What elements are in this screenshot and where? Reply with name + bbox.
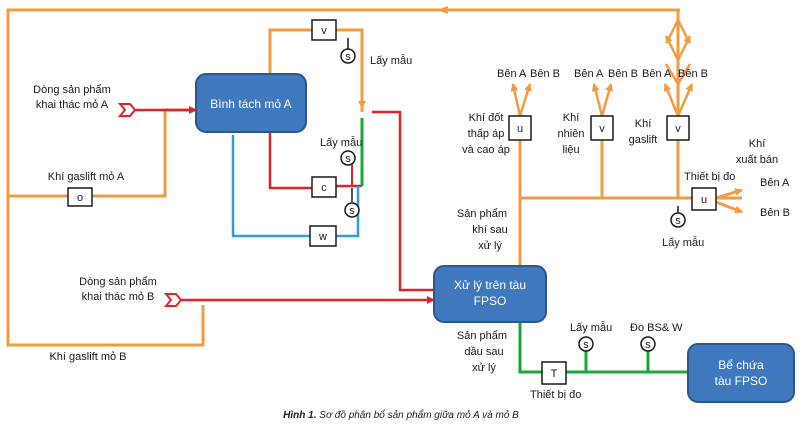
fpso-processing-node [433, 265, 547, 323]
svg-text:s: s [349, 205, 355, 217]
party-a-label-1: Bên A [497, 68, 527, 80]
valve-v-gaslift [666, 115, 690, 141]
oil-product-label-1: Sản phẩm [457, 330, 507, 342]
meter-u-fuel-flare [508, 115, 532, 141]
water-lines [231, 135, 360, 238]
gas-product-label-3: xử lý [478, 240, 502, 252]
sample-top-label: Lấy mẫu [370, 54, 412, 67]
svg-text:s: s [345, 153, 351, 165]
fuel-gas-label-2: nhiên [558, 128, 585, 140]
meter-bottom-label: Thiết bị đo [530, 389, 581, 401]
sample-mid-label: Lấy mẫu [320, 136, 362, 149]
bsw-point [640, 336, 656, 352]
fuel-gas-label-1: Khí [563, 112, 580, 124]
sales-party-a-label: Bên A [760, 177, 790, 189]
svg-text:c: c [321, 182, 327, 194]
storage-tank-label-1: Bể chứa [718, 358, 764, 372]
sample-bottom-label: Lấy mẫu [570, 321, 612, 334]
sample-point-top [340, 48, 356, 64]
fuel-flare-label-3: và cao áp [462, 144, 510, 156]
fuel-flare-label-1: Khí đốt [469, 112, 504, 124]
gas-product-label-2: khí sau [472, 224, 507, 236]
sales-gas-label-2: xuất bán [736, 154, 778, 166]
svg-text:s: s [583, 339, 589, 351]
storage-tank-node [687, 343, 795, 403]
sample-point-right [670, 212, 686, 228]
svg-text:s: s [645, 339, 651, 351]
party-b-label-3: Bên B [678, 68, 708, 80]
svg-text:v: v [675, 123, 681, 135]
gaslift-gas-label-2: gaslift [629, 134, 658, 146]
sales-gas-label-1: Khí [749, 138, 766, 150]
fuel-flare-label-2: thấp áp [468, 128, 505, 140]
party-a-label-3: Bên A [642, 68, 672, 80]
oil-product-label-3: xử lý [472, 362, 496, 374]
stream-b-label-2: khai thác mỏ B [82, 291, 155, 303]
fpso-processing-label-2: FPSO [474, 294, 507, 308]
meter-t [541, 361, 567, 385]
svg-text:s: s [345, 51, 351, 63]
svg-text:o: o [77, 192, 83, 204]
stream-a-label-1: Dòng sản phẩm [33, 84, 111, 96]
party-b-label-1: Bên B [530, 68, 560, 80]
stream-b-inlet-icon [163, 293, 183, 307]
gaslift-b-label: Khí gaslift mỏ B [49, 351, 126, 363]
figure-caption: Hình 1. Sơ đồ phân bổ sản phẩm giữa mỏ A… [283, 409, 519, 421]
fpso-processing-label-1: Xử lý trên tàu [454, 278, 526, 292]
meter-w [309, 225, 337, 247]
svg-text:v: v [599, 123, 605, 135]
sample-point-mid [340, 150, 356, 166]
svg-text:T: T [551, 368, 558, 380]
separator-a-label: Bình tách mỏ A [210, 97, 291, 111]
party-b-label-2: Bên B [608, 68, 638, 80]
gas-product-label-1: Sản phẩm [457, 208, 507, 220]
sales-party-b-label: Bên B [760, 207, 790, 219]
gaslift-gas-label-1: Khí [635, 118, 652, 130]
oil-lines [132, 106, 435, 304]
sample-point-bottom [578, 336, 594, 352]
bsw-label: Đo BS& W [630, 322, 683, 334]
fuel-gas-label-3: liệu [562, 144, 579, 156]
stream-b-label-1: Dòng sản phẩm [79, 276, 157, 288]
oil-product-label-2: dầu sau [464, 346, 503, 358]
stream-a-inlet-icon [117, 103, 137, 117]
meter-right-label: Thiết bị đo [684, 171, 735, 183]
sample-right-label: Lấy mẫu [662, 236, 704, 249]
meter-c [311, 176, 337, 198]
svg-text:u: u [517, 123, 523, 135]
sample-point-c [344, 202, 360, 218]
svg-text:v: v [321, 25, 327, 37]
gaslift-a-label: Khí gaslift mỏ A [48, 171, 125, 183]
stream-a-label-2: khai thác mỏ A [36, 99, 109, 111]
party-a-label-2: Bên A [574, 68, 604, 80]
meter-u-sales [691, 187, 717, 211]
valve-v-top [311, 19, 337, 41]
orifice-o [67, 187, 93, 207]
product-lines [360, 118, 688, 374]
svg-text:u: u [701, 194, 707, 206]
separator-a-node [195, 73, 307, 133]
svg-text:w: w [318, 231, 327, 243]
valve-v-fuel [590, 115, 614, 141]
svg-text:s: s [675, 215, 681, 227]
storage-tank-label-2: tàu FPSO [715, 374, 768, 388]
